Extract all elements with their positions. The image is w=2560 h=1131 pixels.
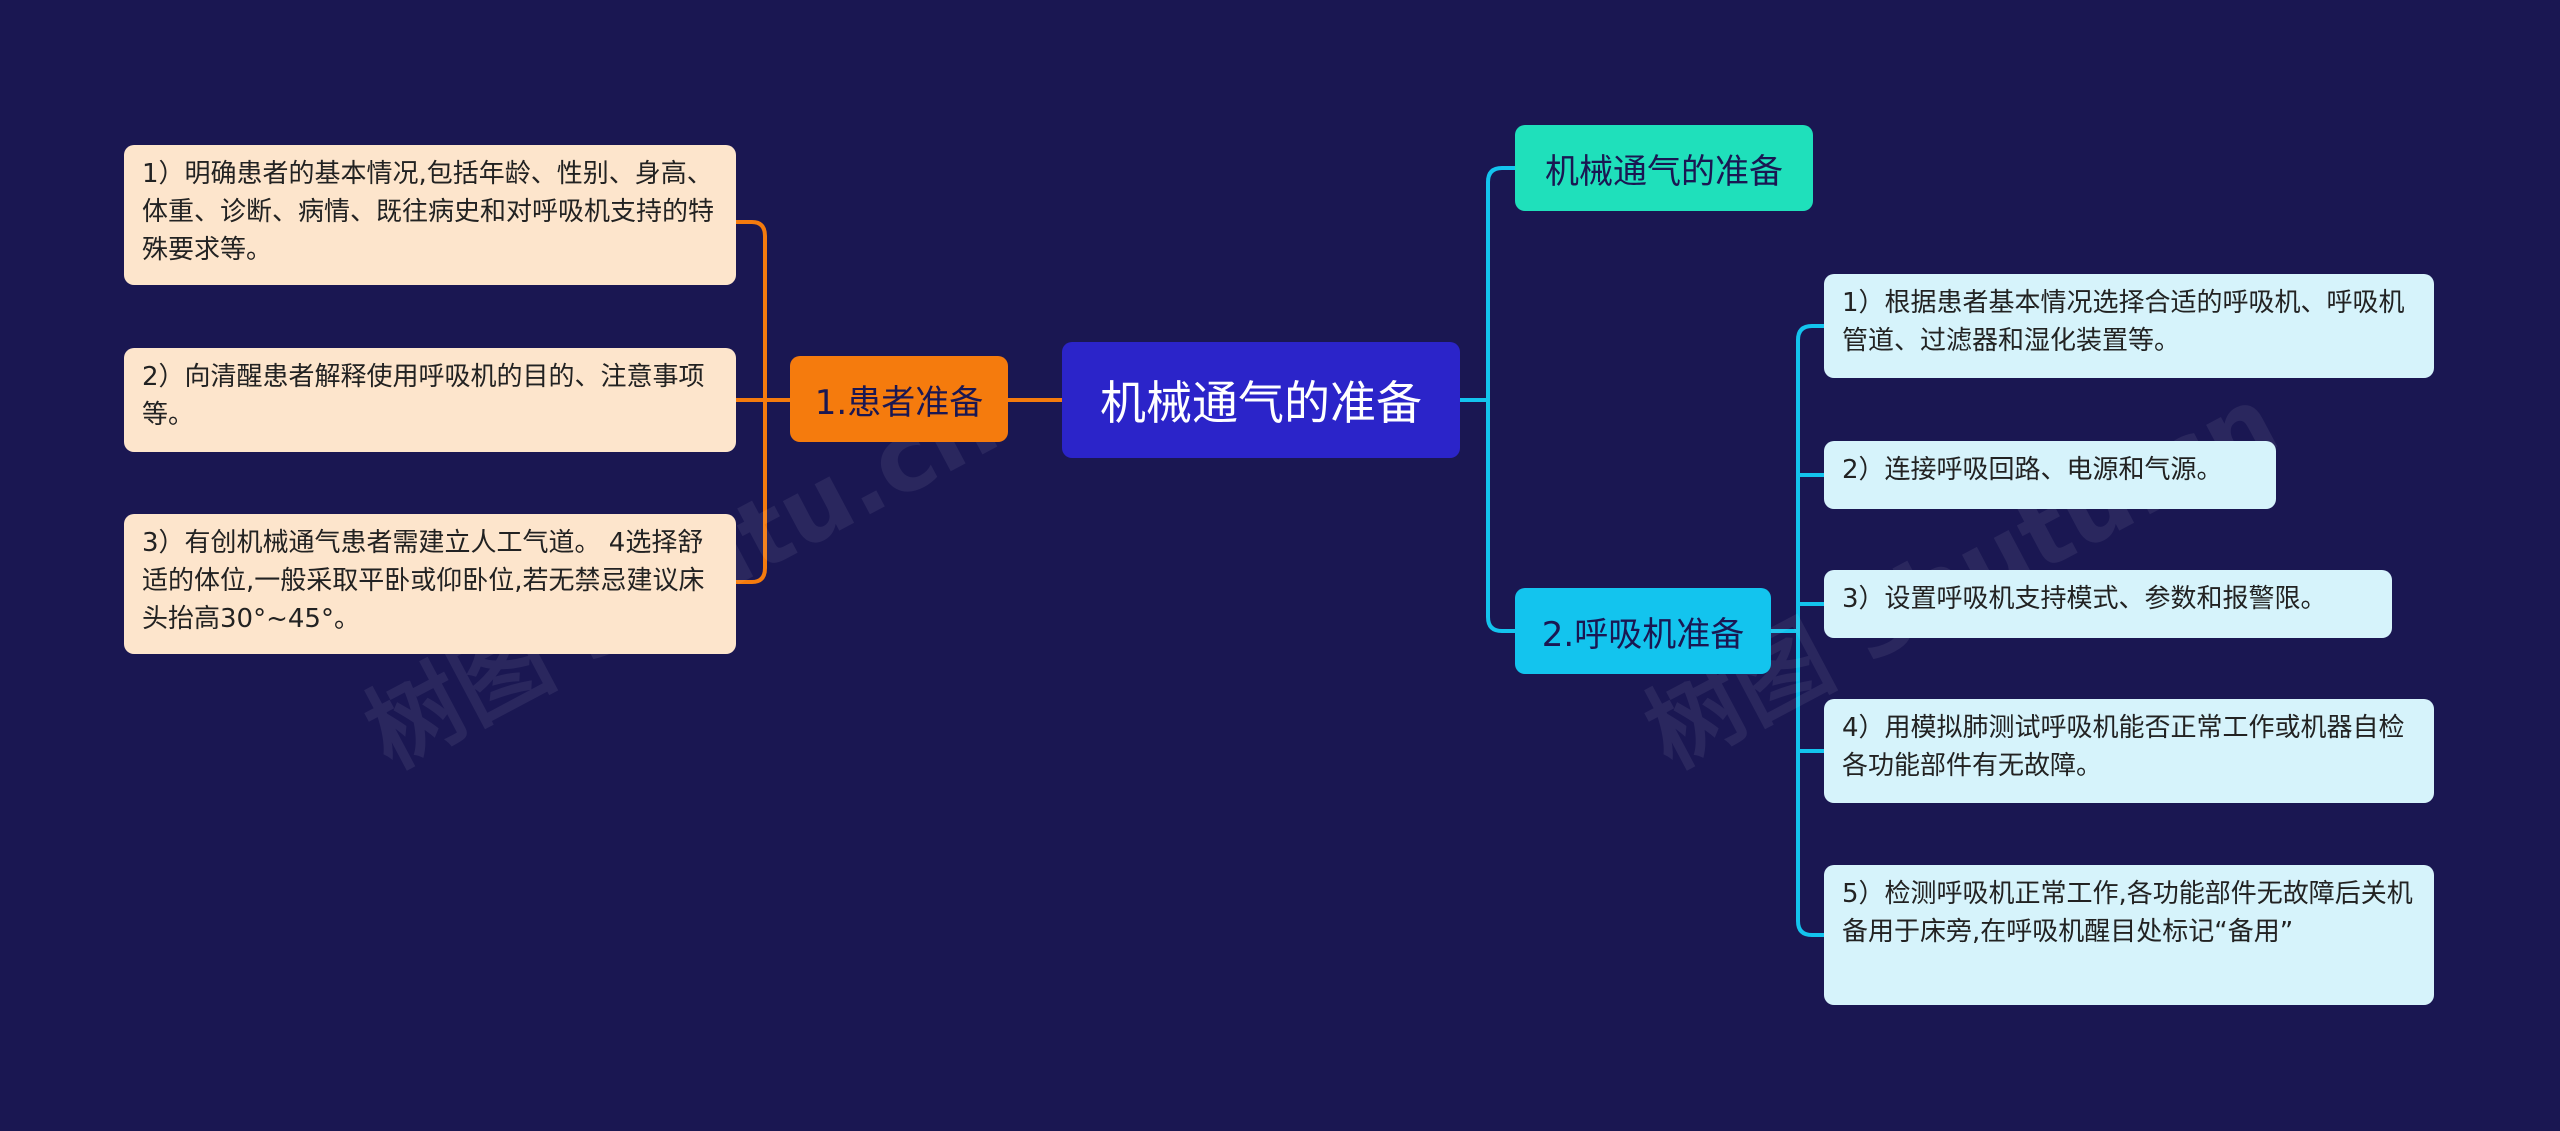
vent-item-3[interactable]: 3）设置呼吸机支持模式、参数和报警限。 [1824, 570, 2392, 638]
patient-item-2-text: 2）向清醒患者解释使用呼吸机的目的、注意事项等。 [142, 362, 705, 430]
branch-title[interactable]: 机械通气的准备 [1515, 125, 1813, 211]
patient-item-3[interactable]: 3）有创机械通气患者需建立人工气道。 4选择舒适的体位,一般采取平卧或仰卧位,若… [124, 514, 736, 654]
branch-patient-label: 1.患者准备 [814, 382, 984, 423]
vent-item-2[interactable]: 2）连接呼吸回路、电源和气源。 [1824, 441, 2276, 509]
patient-item-1[interactable]: 1）明确患者的基本情况,包括年龄、性别、身高、体重、诊断、病情、既往病史和对呼吸… [124, 145, 736, 285]
vent-item-1-text: 1）根据患者基本情况选择合适的呼吸机、呼吸机管道、过滤器和湿化装置等。 [1842, 288, 2405, 356]
vent-item-2-text: 2）连接呼吸回路、电源和气源。 [1842, 455, 2223, 485]
branch-vent-label: 2.呼吸机准备 [1541, 614, 1745, 655]
link-right-bracket [1486, 166, 1515, 633]
vent-item-4[interactable]: 4）用模拟肺测试呼吸机能否正常工作或机器自检各功能部件有无故障。 [1824, 699, 2434, 803]
vent-item-1[interactable]: 1）根据患者基本情况选择合适的呼吸机、呼吸机管道、过滤器和湿化装置等。 [1824, 274, 2434, 378]
branch-ventilator-prep[interactable]: 2.呼吸机准备 [1515, 588, 1771, 674]
vent-item-4-text: 4）用模拟肺测试呼吸机能否正常工作或机器自检各功能部件有无故障。 [1842, 713, 2405, 781]
patient-item-3-text: 3）有创机械通气患者需建立人工气道。 4选择舒适的体位,一般采取平卧或仰卧位,若… [142, 528, 705, 634]
branch-title-label: 机械通气的准备 [1545, 151, 1783, 192]
vent-item-3-text: 3）设置呼吸机支持模式、参数和报警限。 [1842, 584, 2327, 614]
vent-item-5[interactable]: 5）检测呼吸机正常工作,各功能部件无故障后关机备用于床旁,在呼吸机醒目处标记“备… [1824, 865, 2434, 1005]
root-node[interactable]: 机械通气的准备 [1062, 342, 1460, 458]
patient-item-1-text: 1）明确患者的基本情况,包括年龄、性别、身高、体重、诊断、病情、既往病史和对呼吸… [142, 159, 715, 265]
branch-patient-prep[interactable]: 1.患者准备 [790, 356, 1008, 442]
vent-item-5-text: 5）检测呼吸机正常工作,各功能部件无故障后关机备用于床旁,在呼吸机醒目处标记“备… [1842, 879, 2413, 947]
root-label: 机械通气的准备 [1100, 376, 1422, 430]
patient-item-2[interactable]: 2）向清醒患者解释使用呼吸机的目的、注意事项等。 [124, 348, 736, 452]
link-vent-bracket [1796, 324, 1824, 937]
